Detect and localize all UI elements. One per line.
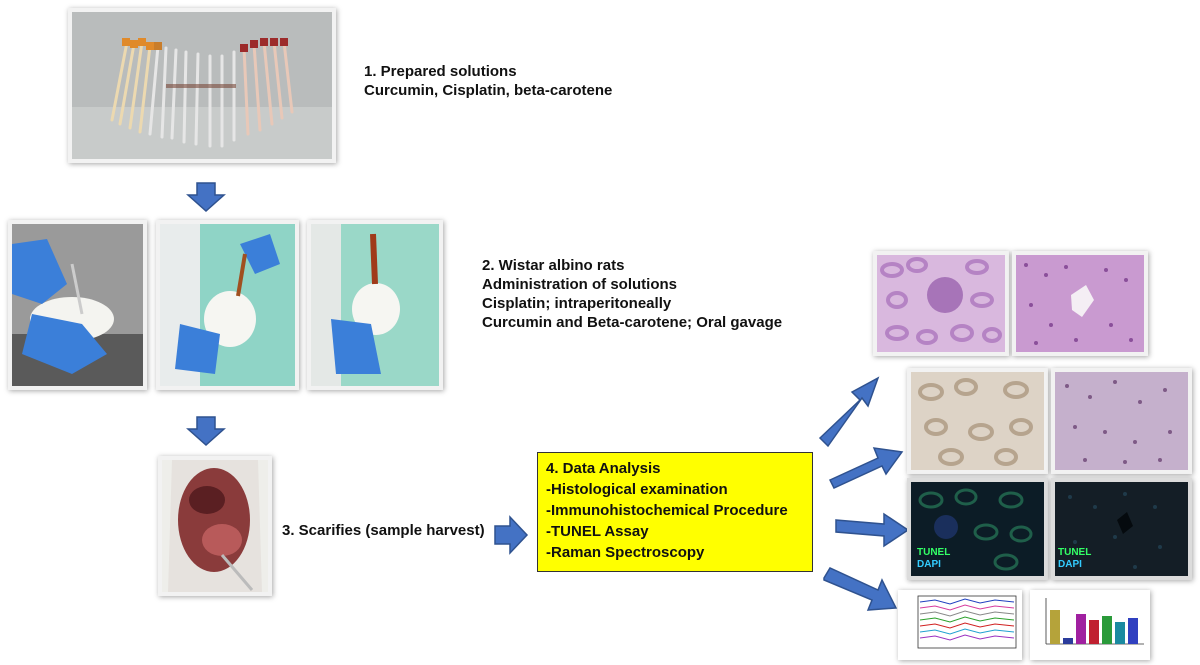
sample-harvest-photo	[158, 456, 272, 596]
ihc-kidney-micrograph	[907, 368, 1048, 474]
tunel-liver-micrograph	[1051, 478, 1192, 580]
tunel-kidney-micrograph	[907, 478, 1048, 580]
arrow-icon	[835, 512, 910, 548]
raman-spectra-thumbnail	[898, 590, 1022, 660]
arrow-right-icon	[494, 515, 529, 555]
syringes-photo	[68, 8, 336, 163]
raman-bar-chart-thumbnail	[1030, 590, 1150, 660]
step2-line-3: Cisplatin; intraperitoneally	[482, 295, 672, 312]
rat-injection-photo	[8, 220, 147, 390]
step1-detail: Curcumin, Cisplatin, beta-carotene	[364, 82, 613, 99]
step1-label: 1. Prepared solutions Curcumin, Cisplati…	[364, 62, 612, 100]
histology-liver-micrograph	[1012, 251, 1148, 356]
tunel-label-liver: TUNEL	[1058, 547, 1092, 558]
step2-line-4: Curcumin and Beta-carotene; Oral gavage	[482, 314, 783, 331]
step3-label: 3. Scarifies (sample harvest)	[282, 522, 485, 539]
analysis-item-raman: -Raman Spectroscopy	[546, 544, 705, 561]
step2-line-2: Administration of solutions	[482, 276, 677, 293]
rat-oral-gavage-photo-2	[307, 220, 443, 390]
data-analysis-box: 4. Data Analysis -Histological examinati…	[537, 452, 813, 572]
dapi-label-kidney: DAPI	[917, 559, 941, 570]
analysis-item-histology: -Histological examination	[546, 481, 728, 498]
analysis-title: 4. Data Analysis	[546, 460, 661, 477]
dapi-label-liver: DAPI	[1058, 559, 1082, 570]
arrow-icon	[823, 567, 898, 611]
step2-line-1: 2. Wistar albino rats	[482, 257, 625, 274]
rat-oral-gavage-photo-1	[156, 220, 299, 390]
arrow-down-icon	[186, 182, 226, 213]
arrow-icon	[818, 376, 880, 448]
arrow-icon	[828, 447, 904, 489]
arrow-down-icon	[186, 416, 226, 447]
step2-label: 2. Wistar albino rats Administration of …	[482, 256, 782, 332]
analysis-item-tunel: -TUNEL Assay	[546, 523, 649, 540]
step1-title: 1. Prepared solutions	[364, 63, 517, 80]
tunel-label-kidney: TUNEL	[917, 547, 951, 558]
analysis-item-ihc: -Immunohistochemical Procedure	[546, 502, 788, 519]
ihc-liver-micrograph	[1051, 368, 1192, 474]
histology-kidney-micrograph	[873, 251, 1009, 356]
